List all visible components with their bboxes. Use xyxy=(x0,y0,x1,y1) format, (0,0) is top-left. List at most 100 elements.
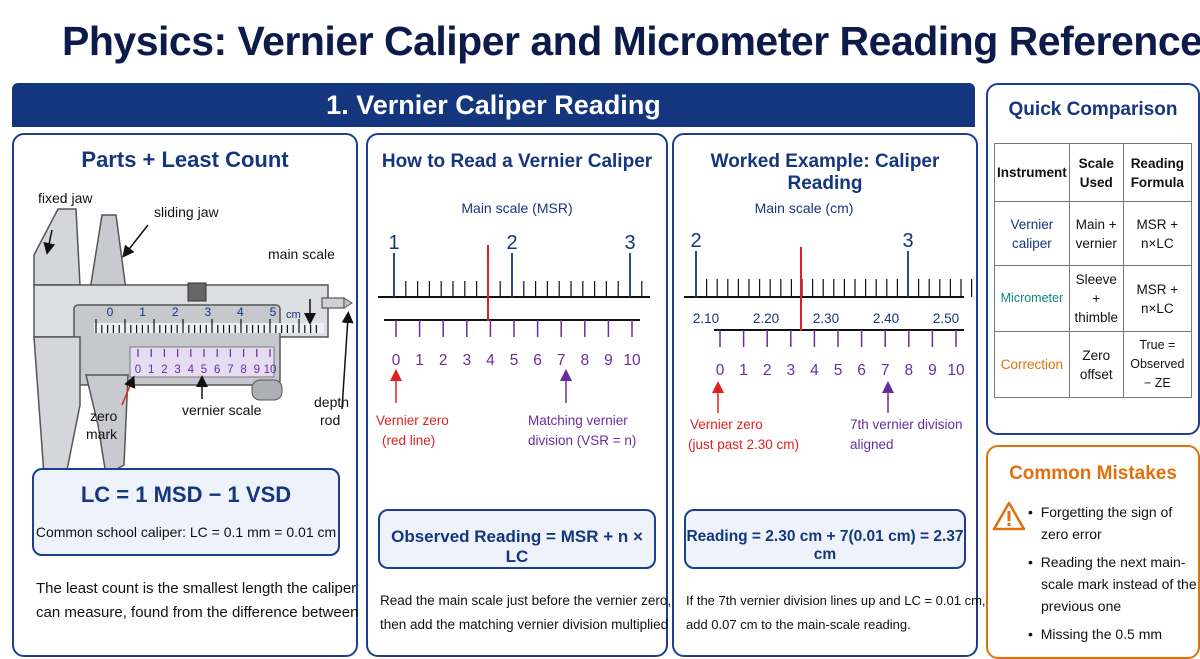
depth-rod-arrow xyxy=(341,311,354,410)
example-vernier-number: 5 xyxy=(834,362,843,379)
example-vernier-number: 8 xyxy=(904,362,913,379)
lock-screw xyxy=(187,282,207,302)
depth-rod-label-1: depth xyxy=(314,394,349,410)
main-scale-number: 3 xyxy=(204,305,211,319)
howto-body-line2: then add the matching vernier division m… xyxy=(380,617,669,632)
sliding-jaw-arrow xyxy=(122,224,149,258)
example-vernier-number: 10 xyxy=(947,362,965,379)
parts-panel-title: Parts + Least Count xyxy=(81,147,289,172)
example-vernier-number: 0 xyxy=(716,362,725,379)
vernier-number: 2 xyxy=(161,364,167,376)
mistake-item-3: • Missing the 0.5 mm xyxy=(1028,626,1163,642)
lc-note: Common school caliper: LC = 0.1 mm = 0.0… xyxy=(35,524,337,540)
howto-vernier-number: 6 xyxy=(533,352,542,369)
sliding-jaw-label: sliding jaw xyxy=(154,204,219,220)
formula-cell: MSR + n×LC xyxy=(1122,201,1193,266)
scale-cell: Sleeve +thimble xyxy=(1068,265,1124,332)
zero-mark-label-2: mark xyxy=(86,426,118,442)
vernier-scale-label: vernier scale xyxy=(182,402,262,418)
lc-formula-box: LC = 1 MSD − 1 VSD Common school caliper… xyxy=(32,468,340,556)
example-vernier-number: 6 xyxy=(857,362,866,379)
section-title: 1. Vernier Caliper Reading xyxy=(326,90,661,120)
howto-purple-label-1: Matching vernier xyxy=(528,413,628,428)
howto-vernier-number: 8 xyxy=(580,352,589,369)
main-scale-label: main scale xyxy=(268,246,335,262)
howto-vernier-number: 0 xyxy=(392,352,401,369)
example-sub-number: 2.40 xyxy=(873,311,899,326)
fixed-jaw-lower xyxy=(33,336,81,475)
example-scale-label: Main scale (cm) xyxy=(755,200,854,216)
formula-cell: MSR + n×LC xyxy=(1122,265,1193,332)
instrument-cell: Correction xyxy=(994,331,1070,398)
example-main-number: 2 xyxy=(690,230,701,252)
howto-main-number: 2 xyxy=(506,232,517,254)
vernier-number: 1 xyxy=(148,364,154,376)
vernier-number: 10 xyxy=(264,364,277,376)
example-vernier-number: 9 xyxy=(928,362,937,379)
example-body-line1: If the 7th vernier division lines up and… xyxy=(686,593,986,608)
vernier-number: 6 xyxy=(214,364,220,376)
section-banner: 1. Vernier Caliper Reading xyxy=(12,83,975,127)
howto-formula: Observed Reading = MSR + n × LC xyxy=(391,527,643,566)
parts-body-line2: can measure, found from the difference b… xyxy=(36,604,359,621)
howto-panel-title: How to Read a Vernier Caliper xyxy=(381,151,653,172)
formula-cell: True =Observed − ZE xyxy=(1122,331,1193,398)
example-red-label-1: Vernier zero xyxy=(690,417,763,432)
howto-formula-box: Observed Reading = MSR + n × LC xyxy=(378,509,656,569)
example-sub-number: 2.20 xyxy=(753,311,779,326)
depth-rod xyxy=(321,297,345,309)
example-vernier-number: 4 xyxy=(810,362,819,379)
sliding-jaw-lower xyxy=(85,374,129,475)
howto-vernier-number: 5 xyxy=(510,352,519,369)
example-purple-label-2: aligned xyxy=(850,437,894,452)
howto-vernier-number: 4 xyxy=(486,352,495,369)
vernier-number: 0 xyxy=(135,364,141,376)
howto-main-number: 3 xyxy=(624,232,635,254)
example-vernier-number: 7 xyxy=(881,362,890,379)
howto-vernier-ticks xyxy=(395,320,633,337)
example-sub-number: 2.30 xyxy=(813,311,839,326)
depth-rod-label-2: rod xyxy=(320,412,340,428)
vernier-number: 7 xyxy=(227,364,233,376)
example-sub-number: 2.10 xyxy=(693,311,719,326)
example-vernier-number: 2 xyxy=(763,362,772,379)
parts-vernier-ticks xyxy=(137,349,271,357)
vernier-number: 4 xyxy=(188,364,195,376)
vernier-number: 5 xyxy=(201,364,207,376)
zero-mark-arrow xyxy=(121,375,136,406)
example-vernier-number: 3 xyxy=(786,362,795,379)
example-panel-title: Worked Example: Caliper Reading xyxy=(710,151,940,194)
example-vernier-ticks xyxy=(719,330,957,347)
page-title: Physics: Vernier Caliper and Micrometer … xyxy=(62,18,1200,64)
howto-vernier-number: 9 xyxy=(604,352,613,369)
example-main-number: 3 xyxy=(902,230,913,252)
vernier-number: 8 xyxy=(240,364,246,376)
example-main-ticks xyxy=(695,251,973,297)
howto-vernier-number: 10 xyxy=(623,352,641,369)
example-formula-box: Reading = 2.30 cm + 7(0.01 cm) = 2.37 cm xyxy=(684,509,966,569)
fixed-jaw-label: fixed jaw xyxy=(38,190,93,206)
howto-vernier-number: 1 xyxy=(415,352,424,369)
parts-main-ticks xyxy=(95,319,317,333)
example-vernier-number: 1 xyxy=(739,362,748,379)
howto-red-label-1: Vernier zero xyxy=(376,413,449,428)
example-panel: Worked Example: Caliper Reading Main sca… xyxy=(672,133,986,657)
vernier-number: 9 xyxy=(254,364,260,376)
mistakes-title: Common Mistakes xyxy=(1009,463,1177,484)
mistakes-panel: Common Mistakes • Forgetting the sign of… xyxy=(986,445,1200,659)
main-scale-number: 0 xyxy=(107,305,114,319)
comparison-title: Quick Comparison xyxy=(1008,99,1178,120)
